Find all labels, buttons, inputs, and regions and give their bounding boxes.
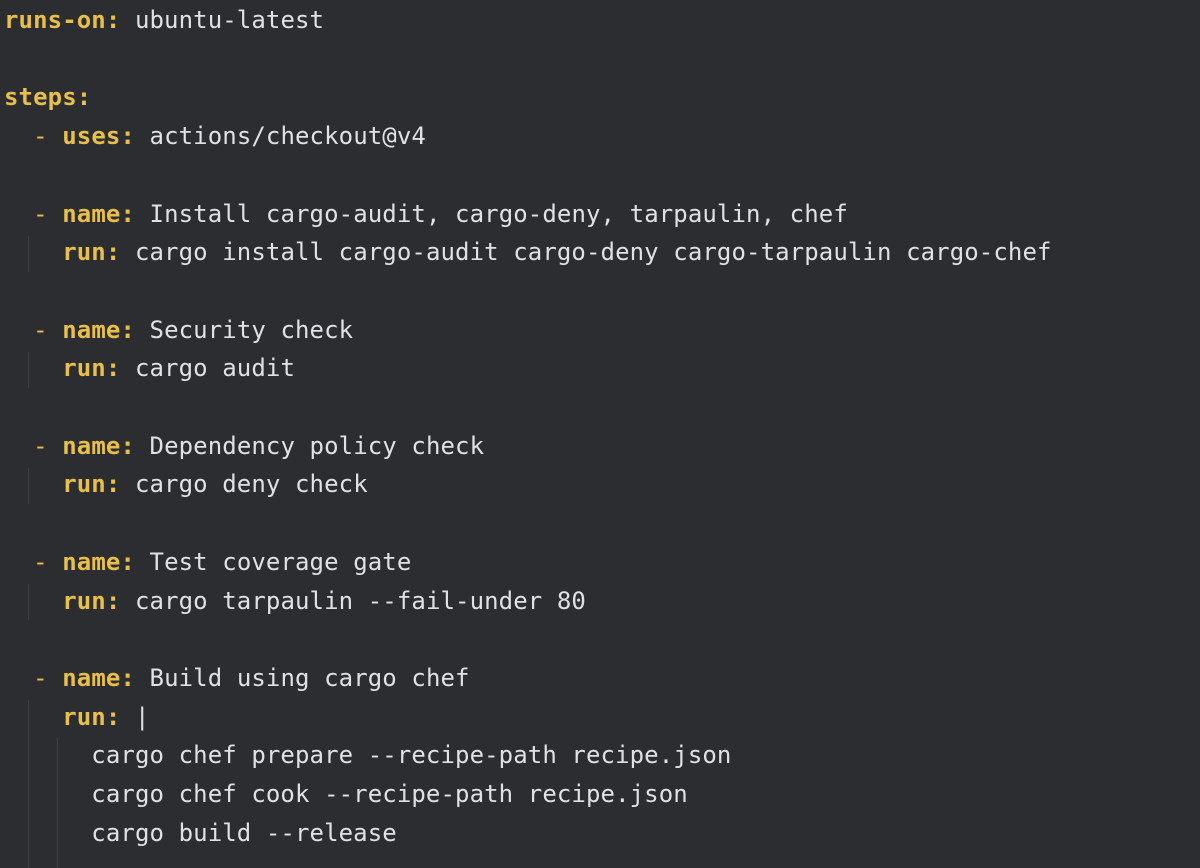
code-line[interactable]: cargo chef prepare --recipe-path recipe.… xyxy=(4,736,731,775)
indent xyxy=(4,703,62,731)
indent-guide xyxy=(28,700,29,868)
yaml-value: cargo chef cook --recipe-path recipe.jso… xyxy=(91,780,688,808)
yaml-key: name: xyxy=(62,199,135,228)
list-dash: - xyxy=(33,122,63,151)
yaml-value: cargo build --release xyxy=(91,818,397,847)
indent xyxy=(4,548,33,576)
yaml-value: cargo install cargo-audit cargo-deny car… xyxy=(120,238,1052,267)
indent xyxy=(4,238,62,266)
yaml-key: uses: xyxy=(62,122,135,151)
yaml-value: cargo deny check xyxy=(120,470,368,499)
indent xyxy=(4,587,62,615)
code-line[interactable]: - name: Test coverage gate xyxy=(4,543,411,582)
indent-guide xyxy=(28,236,29,272)
indent xyxy=(4,664,33,692)
list-dash: - xyxy=(33,547,63,576)
indent xyxy=(4,780,91,808)
code-line[interactable]: run: | xyxy=(4,698,150,737)
yaml-value: cargo audit xyxy=(120,354,295,383)
yaml-key: run: xyxy=(62,586,121,615)
indent-guide xyxy=(28,352,29,388)
code-line[interactable]: cargo build --release xyxy=(4,814,397,853)
code-line[interactable]: - uses: actions/checkout@v4 xyxy=(4,117,426,156)
indent-guide xyxy=(28,468,29,504)
indent-guide xyxy=(28,584,29,620)
yaml-key: run: xyxy=(62,470,121,499)
yaml-key: run: xyxy=(62,702,121,731)
indent xyxy=(4,316,33,344)
yaml-key: run: xyxy=(62,238,121,267)
code-line[interactable]: - name: Install cargo-audit, cargo-deny,… xyxy=(4,195,848,234)
yaml-value: Install cargo-audit, cargo-deny, tarpaul… xyxy=(134,199,848,228)
yaml-value: actions/checkout@v4 xyxy=(134,122,426,151)
list-dash: - xyxy=(33,315,63,344)
indent xyxy=(4,470,62,498)
code-line[interactable]: - name: Dependency policy check xyxy=(4,427,484,466)
indent xyxy=(4,200,33,228)
yaml-value: Build using cargo chef xyxy=(134,663,470,692)
code-line[interactable]: run: cargo audit xyxy=(4,349,295,388)
list-dash: - xyxy=(33,431,63,460)
yaml-value: Dependency policy check xyxy=(134,431,485,460)
yaml-value: Security check xyxy=(134,315,354,344)
yaml-value: cargo chef prepare --recipe-path recipe.… xyxy=(91,741,732,770)
yaml-value: cargo tarpaulin --fail-under 80 xyxy=(120,586,586,615)
indent xyxy=(4,741,91,769)
code-line[interactable]: runs-on: ubuntu-latest xyxy=(4,1,324,40)
yaml-value: Test coverage gate xyxy=(134,547,412,576)
yaml-key: name: xyxy=(62,431,135,460)
code-line[interactable]: cargo chef cook --recipe-path recipe.jso… xyxy=(4,775,688,814)
yaml-value: ubuntu-latest xyxy=(120,6,325,34)
code-line[interactable]: - name: Build using cargo chef xyxy=(4,659,470,698)
indent-guide xyxy=(57,738,58,868)
yaml-key: name: xyxy=(62,547,135,576)
list-dash: - xyxy=(33,199,63,228)
yaml-value: | xyxy=(120,702,150,731)
indent xyxy=(4,354,62,382)
code-line[interactable]: - name: Security check xyxy=(4,311,353,350)
list-dash: - xyxy=(33,663,63,692)
code-line[interactable]: run: cargo deny check xyxy=(4,465,368,504)
code-line[interactable]: steps: xyxy=(4,78,91,117)
yaml-key: name: xyxy=(62,315,135,344)
yaml-key: runs-on: xyxy=(4,6,121,34)
yaml-key: run: xyxy=(62,354,121,383)
code-line[interactable]: run: cargo install cargo-audit cargo-den… xyxy=(4,233,1052,272)
indent xyxy=(4,819,91,847)
indent xyxy=(4,122,33,150)
code-line[interactable]: run: cargo tarpaulin --fail-under 80 xyxy=(4,582,586,621)
yaml-key: steps: xyxy=(4,83,92,112)
yaml-key: name: xyxy=(62,663,135,692)
indent xyxy=(4,432,33,460)
